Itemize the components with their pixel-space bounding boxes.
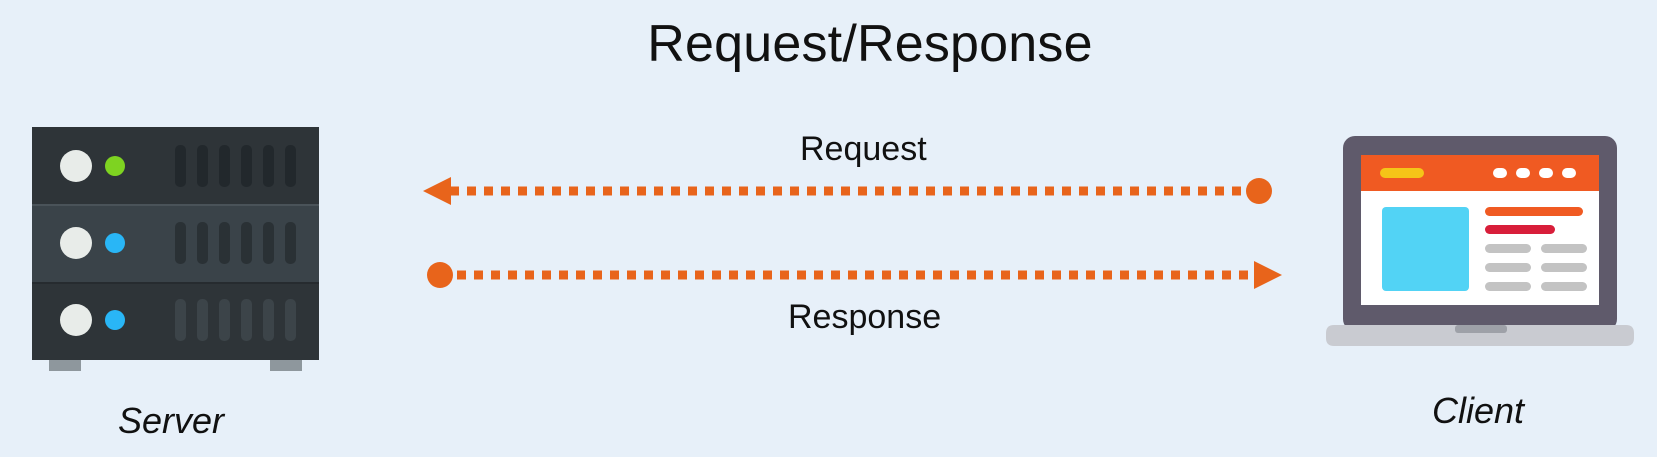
response-label: Response	[788, 298, 942, 336]
server-foot-right	[270, 357, 302, 371]
browser-dot-1	[1493, 168, 1507, 178]
diagram-title: Request/Response	[647, 15, 1093, 73]
request-arrow-origin-dot	[1246, 178, 1272, 204]
server-icon	[32, 127, 319, 371]
request-arrow	[423, 177, 1272, 205]
response-arrow	[427, 261, 1282, 289]
server-status-led-1	[105, 156, 125, 176]
browser-address-pill	[1380, 168, 1424, 178]
browser-dot-4	[1562, 168, 1576, 178]
server-vents-middle	[175, 222, 296, 264]
server-status-led-3	[105, 310, 125, 330]
browser-dot-2	[1516, 168, 1530, 178]
server-status-led-2	[105, 233, 125, 253]
server-foot-left	[49, 357, 81, 371]
client-label: Client	[1432, 390, 1525, 431]
browser-dot-3	[1539, 168, 1553, 178]
browser-text-line-1	[1485, 207, 1583, 216]
response-arrow-head	[1254, 261, 1282, 289]
browser-text-line-2	[1485, 225, 1555, 234]
response-arrow-origin-dot	[427, 262, 453, 288]
server-power-light-3	[60, 304, 92, 336]
request-label: Request	[800, 130, 927, 168]
server-vents-top	[175, 145, 296, 187]
request-arrow-head	[423, 177, 451, 205]
server-power-light-2	[60, 227, 92, 259]
server-power-light-1	[60, 150, 92, 182]
browser-image-block	[1382, 207, 1469, 291]
server-vents-bottom	[175, 299, 296, 341]
laptop-icon	[1326, 136, 1634, 346]
laptop-base	[1326, 325, 1634, 346]
laptop-trackpad-notch	[1455, 325, 1507, 333]
server-label: Server	[118, 400, 225, 441]
